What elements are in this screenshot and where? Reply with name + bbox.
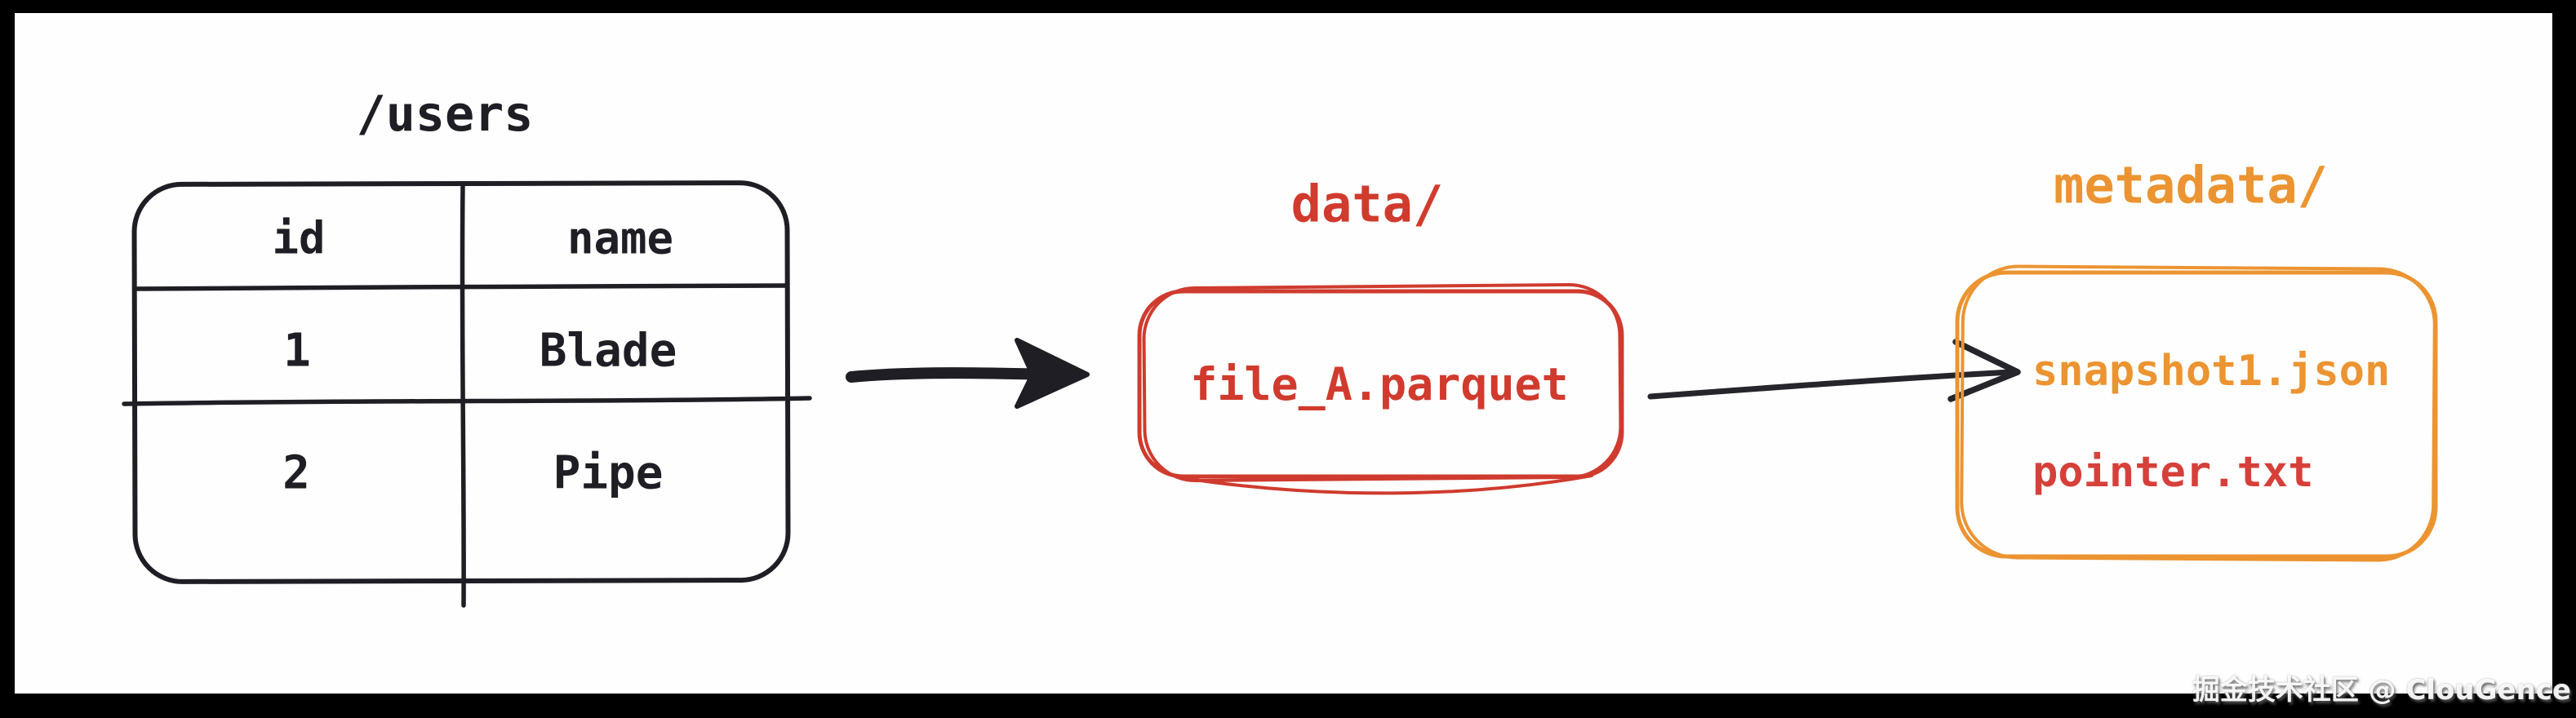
metadata-file-snapshot: snapshot1.json [2032, 347, 2391, 396]
arrow-table-to-data [846, 338, 1090, 409]
watermark: 掘金技术社区 @ ClouGence [2192, 674, 2571, 707]
metadata-folder-label: metadata/ [2054, 155, 2328, 215]
users-table-shape [122, 180, 812, 608]
users-table-cell-row2-name: Pipe [553, 446, 664, 500]
data-folder-label: data/ [1290, 174, 1444, 234]
users-table-cell-row2-id: 2 [282, 446, 310, 500]
metadata-folder-box [1955, 264, 2438, 562]
data-file-name: file_A.parquet [1190, 358, 1569, 410]
users-table-cell-row1-name: Blade [539, 324, 677, 378]
data-folder-box [1137, 282, 1624, 495]
users-table-header-name: name [566, 212, 674, 264]
users-table-header-id: id [272, 212, 326, 264]
metadata-file-pointer: pointer.txt [2032, 448, 2314, 497]
users-table-title: /users [356, 86, 534, 143]
users-table-cell-row1-id: 1 [283, 324, 311, 378]
